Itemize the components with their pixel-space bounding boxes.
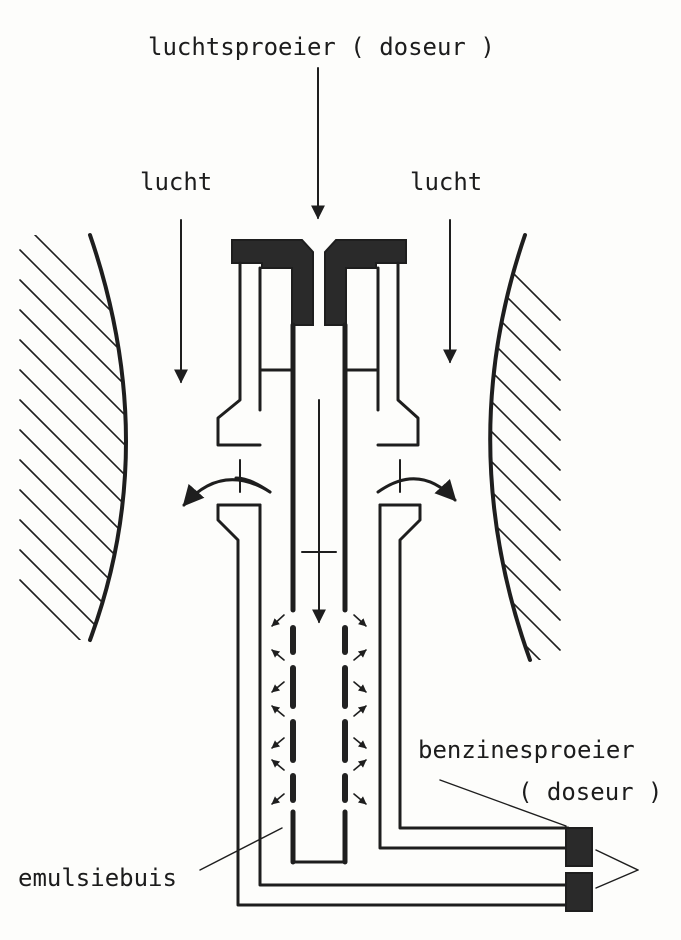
air-jet-cap [231, 239, 407, 326]
leader-lines [199, 779, 639, 889]
air-right-label: lucht [410, 168, 482, 196]
emulsion-arrows [271, 614, 367, 805]
outlet-arrows [182, 459, 457, 507]
jet-housing [216, 261, 574, 907]
air-jet-label: luchtsproeier ( doseur ) [148, 33, 495, 61]
air-left-label: lucht [140, 168, 212, 196]
emulsion-tube-holes [290, 625, 348, 803]
fuel-jet [565, 827, 593, 912]
fuel-jet-label-line2: ( doseur ) [518, 778, 663, 806]
venturi-wall-left [19, 233, 128, 642]
emulsion-tube-label: emulsiebuis [18, 864, 177, 892]
venturi-wall-right [488, 233, 561, 662]
fuel-jet-label-line1: benzinesproeier [418, 736, 635, 764]
emulsion-tube-walls [290, 322, 348, 865]
